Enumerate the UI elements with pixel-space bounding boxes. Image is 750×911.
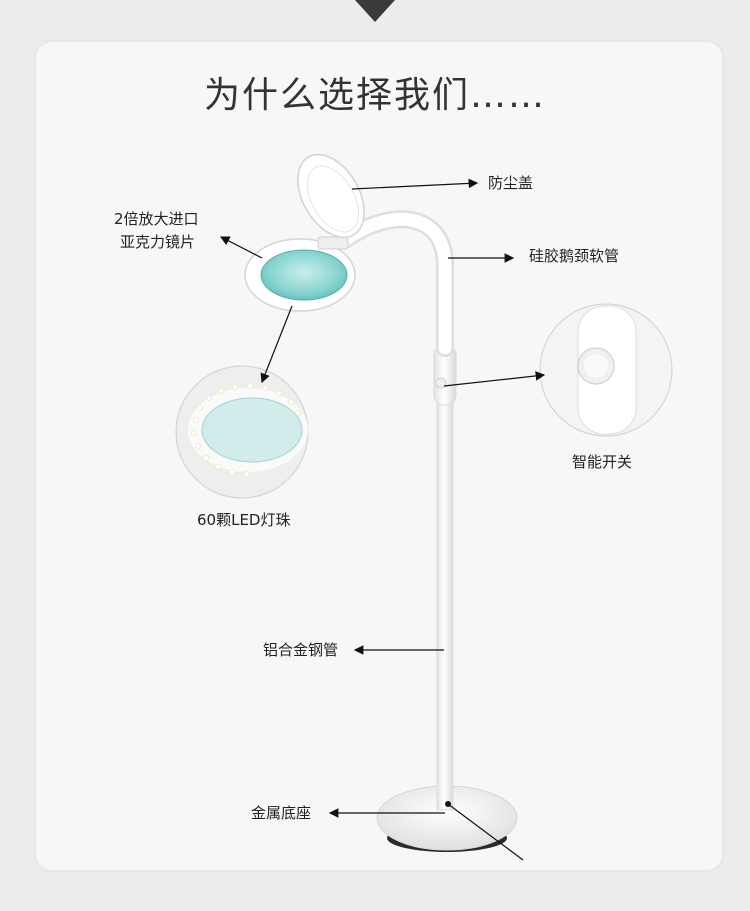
magnifier-head: [244, 236, 356, 312]
dust-cover-arrow: [351, 178, 479, 190]
top-indicator-triangle: [355, 0, 395, 22]
gooseneck-label: 硅胶鹅颈软管: [529, 247, 620, 265]
led-arrow: [260, 305, 293, 384]
switch-label: 智能开关: [572, 453, 633, 471]
led-zoom-circle: [175, 365, 309, 499]
gooseneck-tube: [336, 210, 454, 357]
switch-zoom-circle: [539, 303, 673, 437]
led-label: 60颗LED灯珠: [197, 511, 291, 529]
steel-tube-label: 铝合金钢管: [263, 641, 339, 659]
metal-base: [376, 785, 518, 852]
magnifier-label-line2: 亚克力镜片: [120, 233, 196, 251]
magnifier-label-line1: 2倍放大进口: [114, 210, 199, 228]
dust-cover-label: 防尘盖: [488, 174, 534, 192]
switch-knob: [435, 377, 447, 389]
switch-arrow: [443, 371, 546, 387]
base-label: 金属底座: [251, 804, 312, 822]
dust-cover: [297, 153, 365, 239]
page-title: 为什么选择我们……: [203, 75, 546, 116]
steel-tube: [436, 379, 454, 811]
content-card: [36, 42, 722, 870]
magnifier-arrow: [219, 236, 263, 259]
base-pointer-line: [447, 803, 524, 861]
